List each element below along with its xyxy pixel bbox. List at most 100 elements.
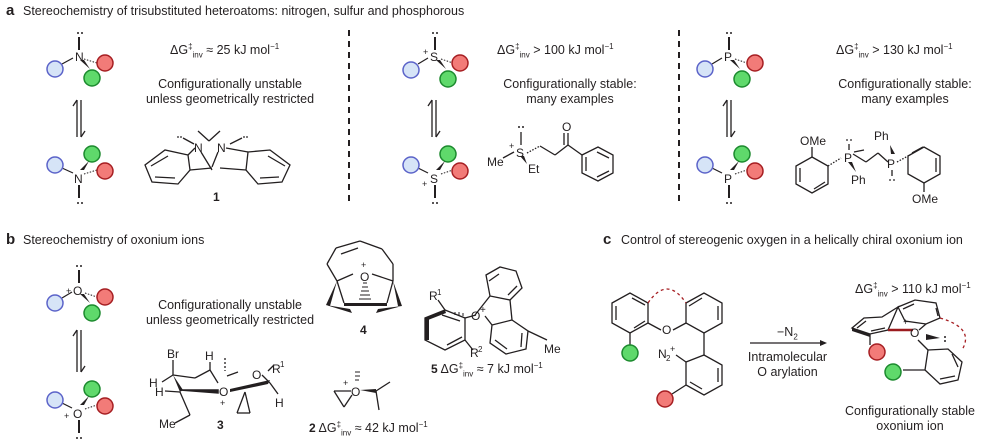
nitrogen-description: Configurationally unstable unless geomet…: [145, 77, 315, 106]
blue-substituent: [696, 60, 714, 78]
red-substituent: [96, 288, 114, 306]
equilibrium-arrows-s: [427, 99, 441, 138]
svg-text:+: +: [66, 286, 71, 296]
compound-3-number: 3: [217, 418, 224, 432]
sulfur-pyramid-bottom: + S: [402, 145, 469, 204]
svg-text:R: R: [272, 362, 281, 376]
atom-n-left: N: [194, 141, 203, 155]
equilibrium-arrows-p: [722, 99, 736, 138]
green-substituent: [884, 363, 902, 381]
svg-text:+: +: [480, 305, 486, 316]
svg-text:+: +: [509, 141, 514, 151]
svg-text:1: 1: [437, 288, 442, 297]
svg-text:Ph: Ph: [874, 129, 889, 143]
sulfur-pyramid-top: + S: [402, 32, 469, 88]
svg-text:Br: Br: [167, 347, 179, 361]
oxonium-description: Configurationally unstable unless geomet…: [145, 298, 315, 327]
svg-text:R: R: [429, 289, 438, 303]
panel-b-title: Stereochemistry of oxonium ions: [23, 233, 205, 247]
compound-4-number: 4: [360, 323, 367, 337]
blue-substituent: [46, 391, 64, 409]
nitrogen-pyramid-bottom: N: [46, 145, 114, 204]
svg-text:H: H: [205, 349, 214, 363]
svg-text:2: 2: [478, 345, 483, 354]
svg-text:OMe: OMe: [800, 134, 826, 148]
svg-text:Me: Me: [159, 417, 176, 431]
green-substituent: [733, 70, 751, 88]
svg-text:2: 2: [666, 354, 671, 363]
equilibrium-arrows-o: [72, 329, 86, 373]
svg-text:+: +: [670, 344, 675, 354]
svg-text:+: +: [343, 378, 348, 388]
blue-substituent: [46, 60, 64, 78]
compound-1-number: 1: [213, 190, 220, 204]
svg-text:O: O: [219, 385, 228, 399]
sulfur-description: Configurationally stable: many examples: [503, 77, 637, 106]
svg-text:OMe: OMe: [912, 192, 938, 206]
panel-a-label: a: [6, 2, 15, 19]
product-description: Configurationally stable oxonium ion: [845, 404, 975, 433]
svg-text:S: S: [516, 146, 524, 160]
oxonium-pyramid-bottom: + O: [46, 380, 114, 439]
green-substituent: [83, 380, 101, 398]
blue-substituent: [696, 156, 714, 174]
svg-text:Me: Me: [544, 342, 561, 356]
phosphorus-pyramid-top: P: [696, 32, 764, 88]
blue-substituent: [46, 156, 64, 174]
panel-c-label: c: [603, 231, 612, 248]
svg-text:O: O: [471, 309, 480, 323]
svg-text:+: +: [64, 411, 69, 421]
svg-text:+: +: [220, 398, 225, 408]
green-substituent: [83, 304, 101, 322]
sulfur-barrier: ΔG‡inv > 100 kJ mol−1: [497, 42, 614, 60]
atom-o: O: [73, 407, 82, 421]
blue-substituent: [46, 294, 64, 312]
svg-text:+: +: [903, 317, 908, 327]
atom-s: S: [430, 172, 438, 186]
svg-text:O: O: [351, 385, 360, 399]
svg-text:P: P: [844, 151, 852, 165]
phosphorus-pyramid-bottom: P: [696, 145, 764, 204]
red-substituent: [746, 162, 764, 180]
svg-text:+: +: [422, 179, 427, 189]
red-substituent: [868, 343, 886, 361]
svg-text:O: O: [662, 323, 671, 337]
nitrogen-pyramid-top: N: [46, 32, 114, 87]
compound-5-barrier: 5 ΔG‡inv ≈ 7 kJ mol−1: [431, 361, 543, 379]
green-substituent: [733, 145, 751, 163]
reaction-conditions: Intramolecular O arylation: [747, 350, 828, 379]
atom-p: P: [724, 50, 732, 64]
green-substituent: [439, 145, 457, 163]
oxonium-pyramid-top: + O: [46, 265, 114, 322]
blue-substituent: [402, 156, 420, 174]
svg-text:Ph: Ph: [851, 173, 866, 187]
red-substituent: [96, 397, 114, 415]
red-substituent: [451, 54, 469, 72]
atom-o: O: [73, 284, 82, 298]
atom-n: N: [75, 50, 84, 64]
blue-substituent: [402, 61, 420, 79]
red-substituent: [451, 162, 469, 180]
svg-text:+: +: [423, 47, 428, 57]
atom-n-right: N: [217, 141, 226, 155]
panel-a-title: Stereochemistry of trisubstituted hetero…: [23, 4, 465, 18]
red-substituent: [656, 390, 674, 408]
svg-text:H: H: [155, 385, 164, 399]
svg-text:N: N: [658, 347, 667, 361]
svg-text:O: O: [252, 368, 261, 382]
svg-text:1: 1: [280, 360, 285, 369]
compound-2-barrier: 2 ΔG‡inv ≈ 42 kJ mol−1: [309, 420, 428, 438]
